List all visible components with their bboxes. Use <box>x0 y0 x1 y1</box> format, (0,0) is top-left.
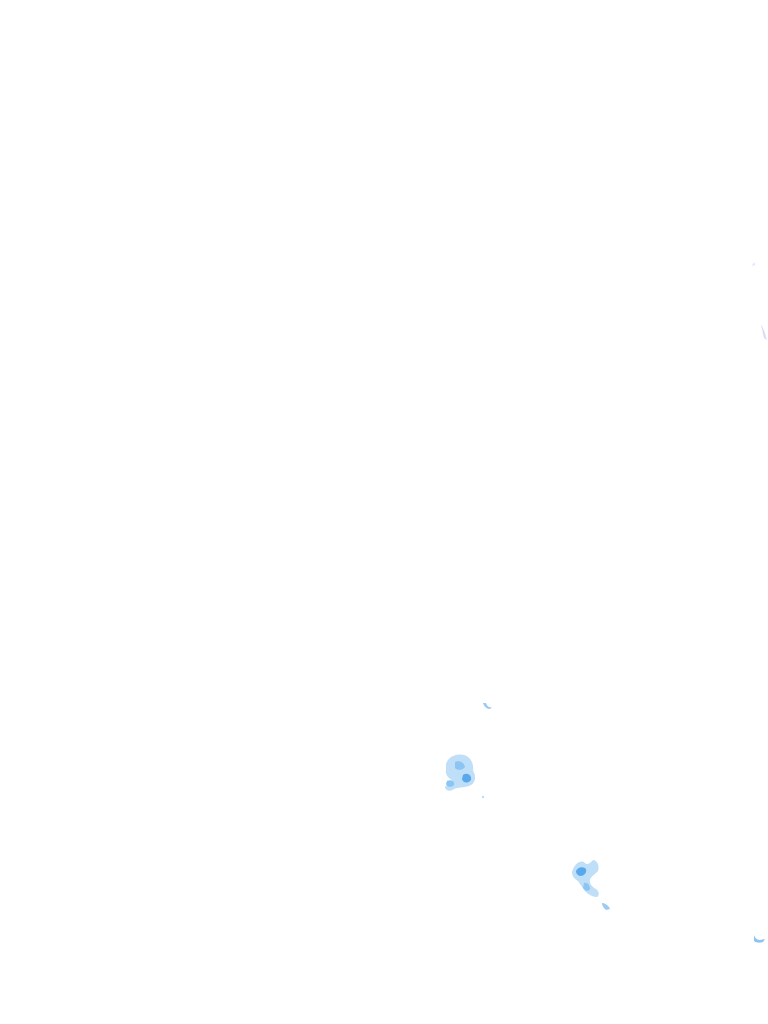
precip-echo-small-hook <box>483 703 492 709</box>
precip-echo-top-right-speck <box>752 262 755 266</box>
precip-echo-lower-cluster <box>572 860 610 910</box>
precip-echo-mid-cluster <box>445 754 485 799</box>
precip-echo-bottom-right <box>754 935 765 943</box>
precip-echo-right-edge-streak <box>761 324 767 340</box>
